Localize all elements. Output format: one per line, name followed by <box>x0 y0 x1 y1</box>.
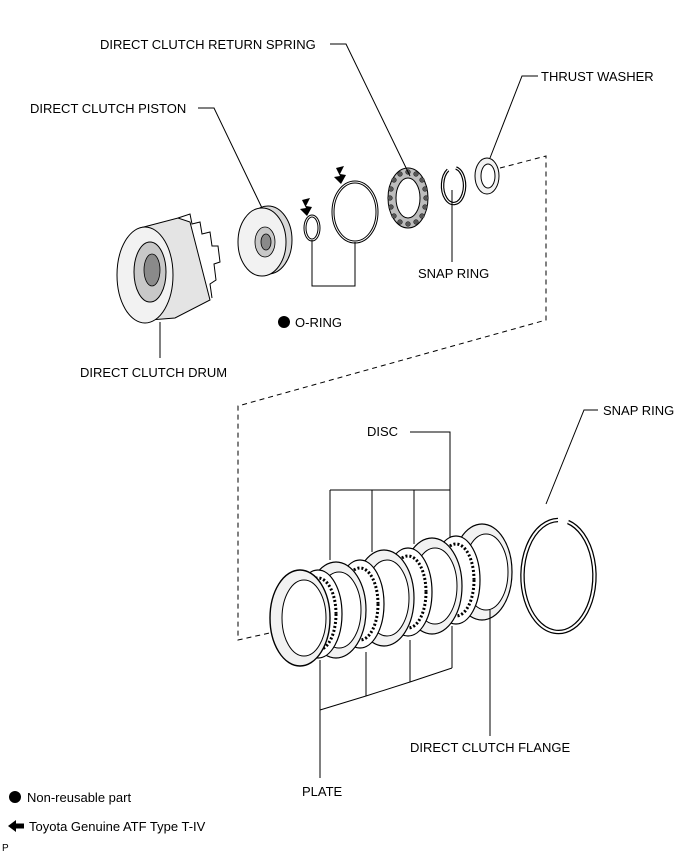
non-reusable-icon <box>278 316 290 328</box>
disc-label: DISC <box>367 424 398 439</box>
legend-non-reusable-icon <box>9 791 21 803</box>
direct-clutch-piston <box>237 205 293 277</box>
lower-snap-ring-leader <box>545 409 598 505</box>
drum-label: DIRECT CLUTCH DRUM <box>80 365 227 380</box>
atf-arrow-icon <box>334 166 346 184</box>
upper-snap-ring <box>440 166 467 206</box>
direct-clutch-drum <box>116 213 221 324</box>
legend-atf-arrow-icon <box>8 820 24 832</box>
return-spring-label: DIRECT CLUTCH RETURN SPRING <box>100 37 316 52</box>
legend-atf-text: Toyota Genuine ATF Type T-IV <box>29 819 206 834</box>
flange-label: DIRECT CLUTCH FLANGE <box>410 740 570 755</box>
plate-leader-lines <box>319 626 453 778</box>
legend-non-reusable-text: Non-reusable part <box>27 790 131 805</box>
thrust-washer-label: THRUST WASHER <box>541 69 654 84</box>
upper-snap-ring-label: SNAP RING <box>418 266 489 281</box>
direct-clutch-return-spring <box>387 167 429 229</box>
large-o-ring <box>331 180 379 244</box>
plate-label: PLATE <box>302 784 343 799</box>
piston-label: DIRECT CLUTCH PISTON <box>30 101 186 116</box>
clutch-pack <box>269 523 513 667</box>
dashed-guide <box>237 155 547 641</box>
small-o-ring <box>303 214 321 242</box>
atf-arrow-icon <box>300 198 312 216</box>
disc-leader-lines <box>329 431 451 560</box>
lower-snap-ring-label: SNAP RING <box>603 403 674 418</box>
lower-snap-ring <box>520 517 597 635</box>
upper-leader-lines <box>159 43 538 358</box>
o-ring-label: O-RING <box>295 315 342 330</box>
corner-code: P <box>2 843 9 854</box>
thrust-washer <box>474 157 500 195</box>
